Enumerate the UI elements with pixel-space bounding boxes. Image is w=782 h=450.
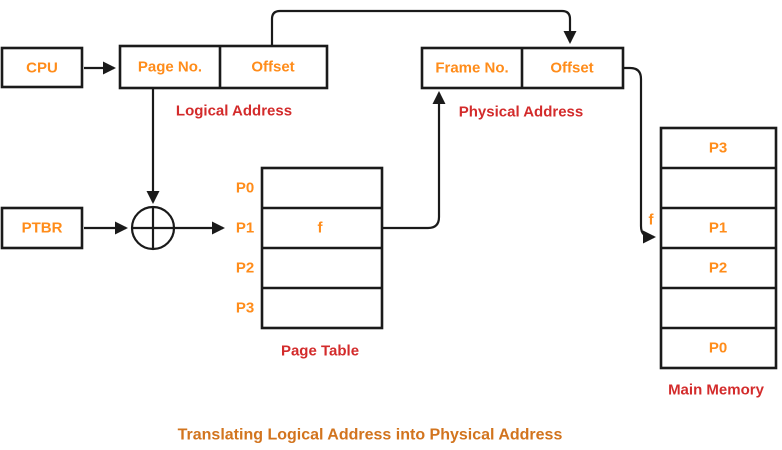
diagram-title: Translating Logical Address into Physica… — [178, 427, 563, 444]
physical-frame-no-cell: Frame No. — [435, 60, 508, 77]
arrow-offset-to-physical-offset — [270, 9, 577, 46]
ptbr-label: PTBR — [22, 220, 63, 237]
cpu-box — [0, 46, 84, 89]
logical-address-caption: Logical Address — [176, 103, 292, 120]
main-memory-caption: Main Memory — [668, 382, 765, 399]
arrow-f-to-frameno — [382, 91, 446, 230]
frame-f-label: f — [649, 212, 655, 229]
adder-circle-plus-icon — [130, 205, 176, 251]
ptbr-box — [0, 206, 84, 250]
page-table-row-label: P2 — [236, 260, 254, 277]
cpu-label: CPU — [26, 60, 58, 77]
main-memory-row: P0 — [709, 340, 727, 357]
main-memory-row: P1 — [709, 220, 727, 237]
logical-address-box — [118, 44, 329, 90]
logical-offset-cell: Offset — [251, 59, 294, 76]
page-table-row-label: P0 — [236, 180, 254, 197]
logical-page-no-cell: Page No. — [138, 59, 202, 76]
physical-address-caption: Physical Address — [459, 104, 584, 121]
main-memory-row: P3 — [709, 140, 727, 157]
physical-offset-cell: Offset — [550, 60, 593, 77]
page-table-row-label: P1 — [236, 220, 254, 237]
page-table-row-label: P3 — [236, 300, 254, 317]
arrow-physical-to-memory — [623, 66, 656, 244]
page-table-caption: Page Table — [281, 343, 359, 360]
page-table-cell-value: f — [318, 220, 324, 237]
main-memory-row: P2 — [709, 260, 727, 277]
